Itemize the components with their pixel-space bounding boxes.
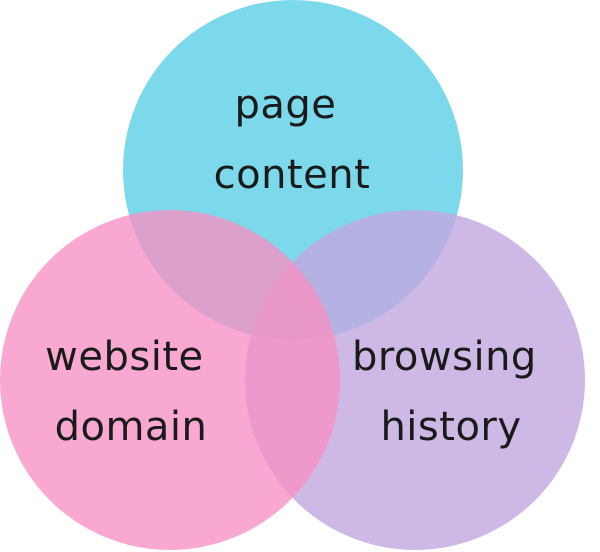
label-page-content-line-2: content [214, 152, 371, 198]
label-page-content: page content [214, 82, 371, 198]
label-website-domain-line-1: website [45, 334, 203, 380]
label-website-domain: website domain [45, 334, 217, 450]
circle-browsing-history [245, 210, 585, 550]
label-browsing-history-line-1: browsing [352, 334, 537, 380]
label-browsing-history: browsing history [352, 334, 550, 450]
label-page-content-line-1: page [234, 82, 336, 128]
label-browsing-history-line-2: history [380, 404, 521, 450]
label-website-domain-line-2: domain [55, 404, 208, 450]
circle-website-domain [0, 210, 340, 550]
